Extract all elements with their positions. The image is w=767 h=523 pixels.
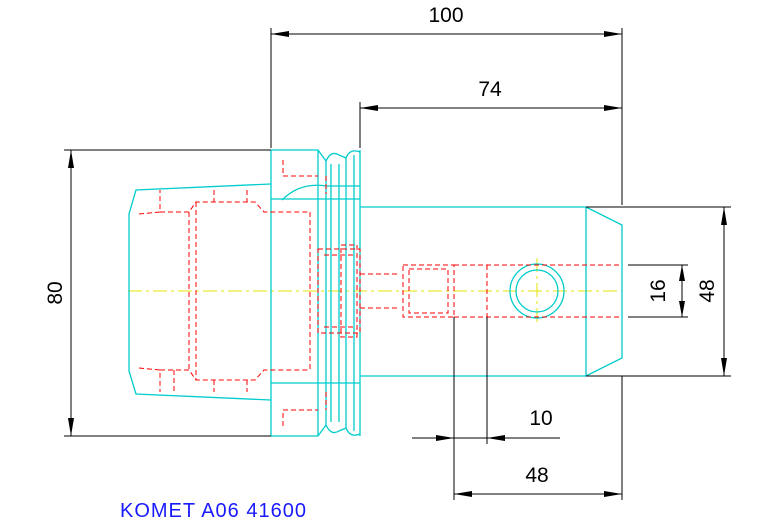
tool-holder-outline: [128, 149, 623, 437]
dimension-screw-offset: 10: [529, 407, 552, 430]
dimension-body-diameter: 48: [696, 279, 719, 302]
dimension-flange-diameter: 80: [44, 281, 67, 304]
dimension-bore-diameter: 16: [647, 279, 670, 302]
dimension-lines: [64, 28, 731, 500]
dimension-shank-length: 74: [478, 78, 502, 101]
dimension-overall-length: 100: [428, 4, 463, 27]
part-caption: KOMET A06 41600: [120, 500, 307, 522]
hidden-lines: [138, 160, 622, 426]
centerlines: [128, 258, 622, 325]
dimension-bore-depth: 48: [525, 464, 548, 487]
